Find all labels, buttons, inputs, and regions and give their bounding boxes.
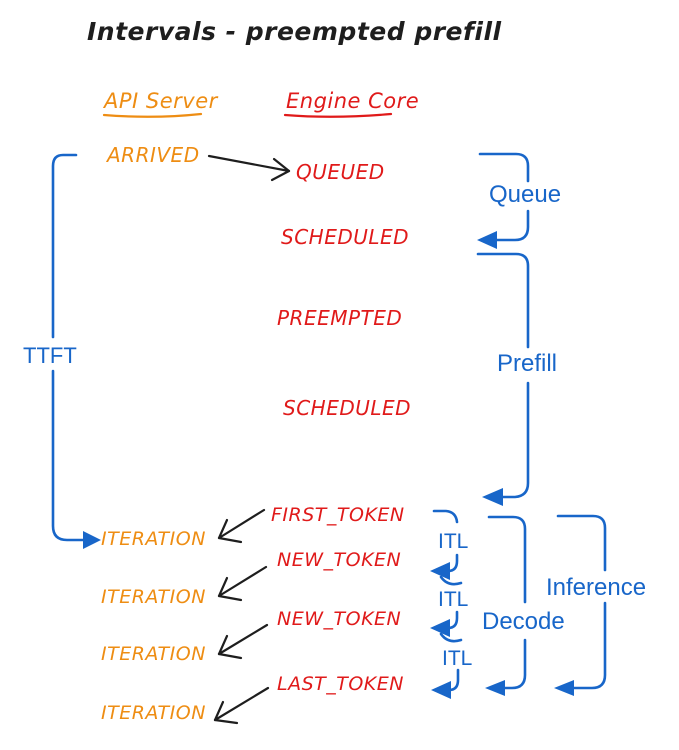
- event-arrived: ARRIVED: [107, 143, 200, 167]
- event-iteration-1: ITERATION: [101, 528, 206, 550]
- event-scheduled-2: SCHEDULED: [283, 396, 412, 420]
- event-scheduled-1: SCHEDULED: [281, 225, 410, 249]
- interval-decode: Decode: [482, 608, 565, 635]
- event-queued: QUEUED: [296, 160, 385, 184]
- inference-bracket-arrow: [554, 514, 607, 696]
- event-new-token-1: NEW_TOKEN: [277, 549, 402, 571]
- interval-itl-1: ITL: [438, 530, 469, 553]
- last-token-to-iteration-arrow: [213, 686, 270, 725]
- prefill-bracket-arrow: [476, 252, 530, 506]
- itl-brace-2: [430, 610, 463, 643]
- event-new-token-2: NEW_TOKEN: [277, 608, 402, 630]
- interval-prefill: Prefill: [497, 350, 558, 377]
- column-header-engine-core: Engine Core: [286, 89, 420, 113]
- interval-itl-2: ITL: [438, 588, 469, 611]
- interval-queue: Queue: [489, 181, 562, 208]
- event-preempted: PREEMPTED: [277, 306, 403, 330]
- decode-bracket-arrow: [485, 515, 527, 696]
- itl-brace-3: [431, 668, 460, 699]
- engine-core-underline: [283, 112, 393, 118]
- event-last-token: LAST_TOKEN: [277, 673, 404, 695]
- interval-ttft: TTFT: [23, 343, 77, 368]
- diagram-title: Intervals - preempted prefill: [87, 17, 502, 46]
- new-token-2-to-iteration-arrow: [217, 623, 269, 660]
- interval-itl-3: ITL: [442, 647, 473, 670]
- itl-brace-1: [430, 509, 463, 586]
- ttft-bracket-arrow: [51, 153, 101, 549]
- first-token-to-iteration-arrow: [217, 508, 266, 544]
- event-iteration-2: ITERATION: [101, 586, 206, 608]
- event-iteration-3: ITERATION: [101, 643, 206, 665]
- queue-bracket-arrow: [477, 152, 530, 249]
- event-iteration-4: ITERATION: [101, 702, 206, 724]
- new-token-1-to-iteration-arrow: [217, 565, 268, 602]
- arrived-to-queued-arrow: [207, 154, 291, 182]
- interval-inference: Inference: [546, 574, 647, 601]
- column-header-api-server: API Server: [104, 89, 218, 113]
- event-first-token: FIRST_TOKEN: [271, 504, 405, 526]
- api-server-underline: [102, 112, 203, 118]
